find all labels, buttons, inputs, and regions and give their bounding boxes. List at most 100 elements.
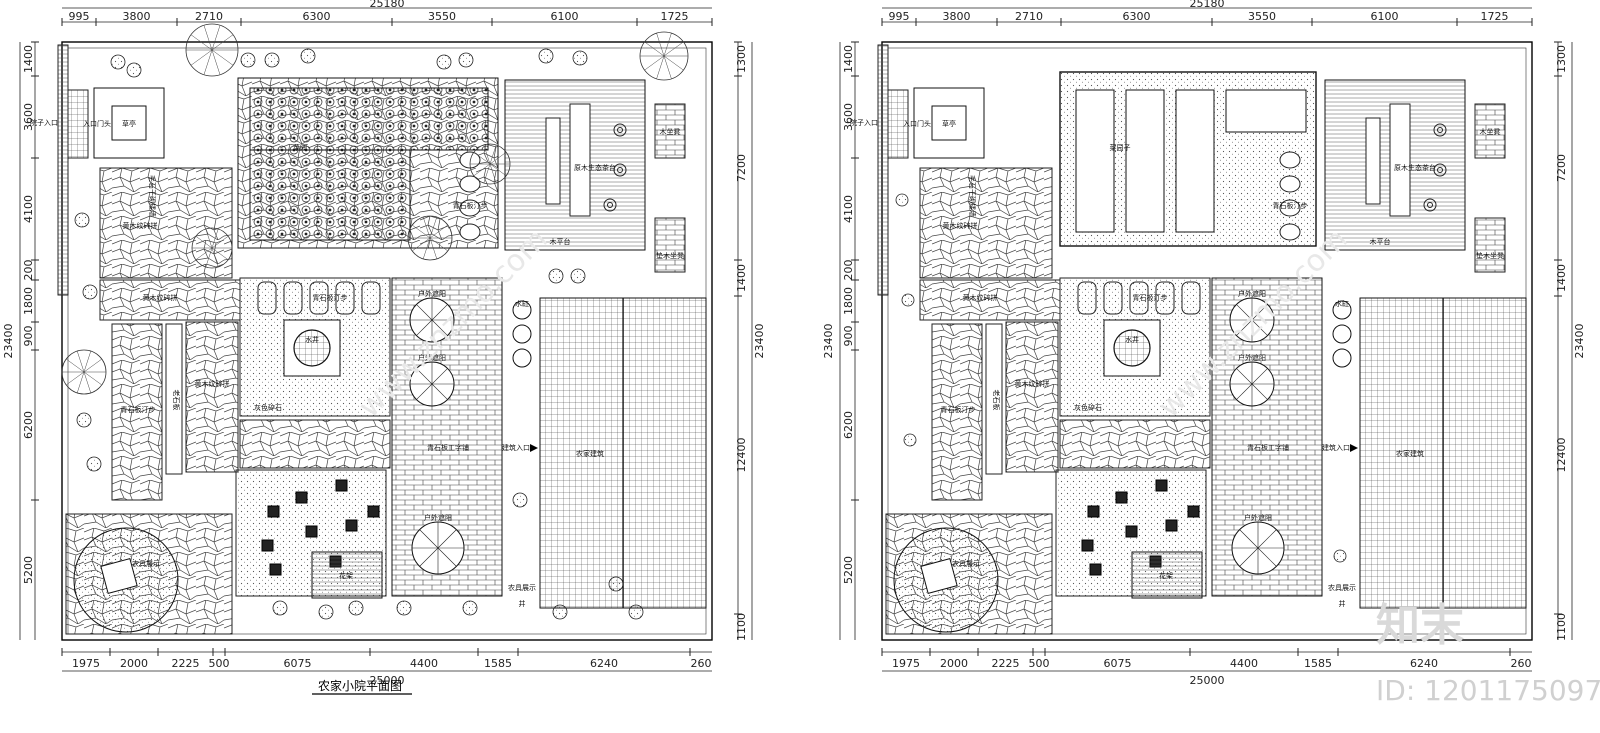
shrub-symbol xyxy=(318,604,334,620)
chair-symbol xyxy=(1115,491,1128,504)
tree-symbol xyxy=(407,215,453,261)
shrub-symbol xyxy=(272,600,288,616)
dim-bottom: 260 xyxy=(1511,657,1532,670)
dim-left: 900 xyxy=(842,326,855,347)
yellow-stone-label: 黄木纹碎拼 xyxy=(123,221,158,230)
dim-top-total: 25180 xyxy=(370,0,405,10)
trellis xyxy=(311,551,383,599)
dim-right: 1300 xyxy=(1555,45,1568,73)
fountain-label: 水井 xyxy=(1125,335,1139,344)
yellow-stone-label: 黄木纹碎拼 xyxy=(1015,379,1050,388)
dim-bottom: 6075 xyxy=(284,657,312,670)
pavilion-label: 草亭 xyxy=(122,119,136,128)
wood-bench-label: 木坐凳 xyxy=(1480,127,1501,136)
stool-symbol xyxy=(613,163,627,177)
dim-top-total: 25180 xyxy=(1190,0,1225,10)
trellis-label: 花架 xyxy=(1159,571,1173,580)
shrub-symbol xyxy=(628,604,644,620)
dim-top: 995 xyxy=(889,10,910,23)
tree-symbol xyxy=(185,23,239,77)
dim-top: 1725 xyxy=(661,10,689,23)
dim-bottom: 2225 xyxy=(992,657,1020,670)
building-entry-label: 建筑入口 xyxy=(502,443,530,452)
bluestone-path-label: 青石板汀步 xyxy=(941,405,976,414)
farm-mill-label: 农具展示 xyxy=(952,559,980,568)
outdoor-umbrella: 户外遮阳 xyxy=(411,513,465,575)
chair-symbol xyxy=(1081,539,1094,552)
trellis-label: 花架 xyxy=(339,571,353,580)
pavilion-label: 草亭 xyxy=(942,119,956,128)
dim-right: 1100 xyxy=(735,613,748,641)
farm-tools-label: 农具展示 xyxy=(508,583,536,592)
farm-building: 农家建筑 建筑入口 xyxy=(502,297,707,609)
dim-left: 4100 xyxy=(22,195,35,223)
vegetable-garden: 菜园子 xyxy=(1059,71,1317,247)
shrub-symbol xyxy=(264,52,280,68)
dim-right: 12400 xyxy=(1555,438,1568,473)
dim-top: 995 xyxy=(69,10,90,23)
umbrella-label: 户外遮阳 xyxy=(424,513,452,522)
gray-gravel-label: 灰色碎石 xyxy=(254,403,282,412)
shrub-symbol xyxy=(240,52,256,68)
bluestone-path-label: 青石板汀步 xyxy=(453,201,488,210)
stone-bench-label: 垫木坐凳 xyxy=(656,251,684,260)
thatched-pavilion: 草亭 xyxy=(93,87,165,159)
dim-bottom-total: 25000 xyxy=(1190,674,1225,687)
shrub-symbol xyxy=(300,48,316,64)
farm-building-label: 农家建筑 xyxy=(1396,449,1424,458)
farm-mill: 农具展示 xyxy=(893,527,999,633)
dim-bottom: 1585 xyxy=(484,657,512,670)
shrub-symbol xyxy=(570,268,586,284)
fountain-symbol xyxy=(293,329,331,367)
shrub-symbol xyxy=(512,492,528,508)
dim-top: 6100 xyxy=(551,10,579,23)
dim-left: 6200 xyxy=(22,411,35,439)
wood-bench-label: 木坐凳 xyxy=(660,127,681,136)
dim-right: 1100 xyxy=(1555,613,1568,641)
chair-symbol xyxy=(1165,519,1178,532)
vegetable-label: 菜园子 xyxy=(1110,143,1131,152)
umbrella-label: 户外遮阳 xyxy=(1238,353,1266,362)
water-jar-label: 水缸 xyxy=(515,299,529,308)
dim-bottom: 260 xyxy=(691,657,712,670)
shrub-symbol xyxy=(348,600,364,616)
outdoor-umbrella: 户外遮阳 xyxy=(1229,289,1275,343)
chair-symbol xyxy=(1089,563,1102,576)
dim-bottom: 4400 xyxy=(410,657,438,670)
dim-bottom: 2225 xyxy=(172,657,200,670)
dim-right: 1400 xyxy=(735,264,748,292)
dim-left: 5200 xyxy=(22,556,35,584)
dim-left-total: 23400 xyxy=(2,324,15,359)
farm-building-label: 农家建筑 xyxy=(576,449,604,458)
dim-left: 1800 xyxy=(842,287,855,315)
log-table-label: 原木生态茶台 xyxy=(574,163,616,172)
shrub-symbol xyxy=(436,54,452,70)
outdoor-umbrella: 户外遮阳 xyxy=(1231,513,1285,575)
tree-symbol xyxy=(61,349,107,395)
dim-top: 3800 xyxy=(123,10,151,23)
brand-logo-text: 知末 xyxy=(1376,600,1464,651)
bluestone-path-label: 青石板汀步 xyxy=(1273,201,1308,210)
dim-top: 3550 xyxy=(428,10,456,23)
dim-left: 3600 xyxy=(842,103,855,131)
dim-right-total: 23400 xyxy=(1573,324,1586,359)
well-label: 井 xyxy=(1339,599,1346,608)
entrance-main-label: 入口门头 xyxy=(83,119,111,128)
chair-symbol xyxy=(335,479,348,492)
yellow-stone-label: 黄木纹碎拼 xyxy=(943,221,978,230)
vegetable-label: 菜园 xyxy=(293,143,307,152)
dim-right: 1400 xyxy=(1555,264,1568,292)
old-slab xyxy=(985,323,1003,475)
chair-symbol xyxy=(1087,505,1100,518)
yellow-stone-label: 黄木纹碎拼 xyxy=(143,293,178,302)
dim-bottom: 4400 xyxy=(1230,657,1258,670)
chair-symbol xyxy=(269,563,282,576)
shrub-symbol xyxy=(552,604,568,620)
